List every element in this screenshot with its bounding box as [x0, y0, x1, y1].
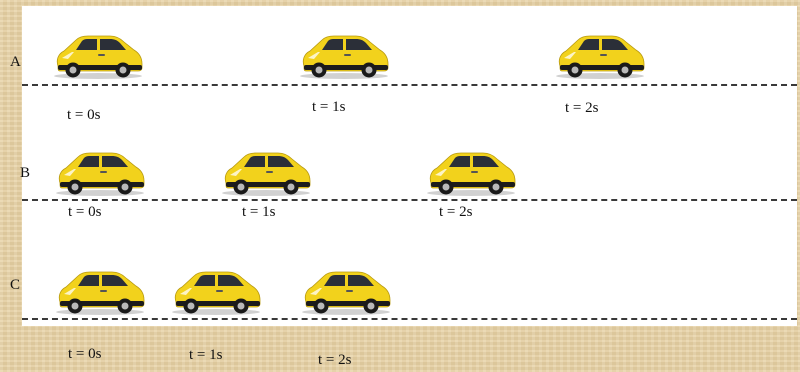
track-line-b: [22, 199, 797, 201]
row-label-c: C: [10, 277, 21, 293]
diagram-panel: [22, 6, 797, 326]
time-label-b-1: t = 1s: [242, 204, 276, 220]
car-a-t1: [296, 32, 392, 80]
time-label-b-2: t = 2s: [439, 204, 473, 220]
row-label-b: B: [20, 165, 31, 181]
car-c-t1: [168, 268, 264, 316]
car-a-t0: [50, 32, 146, 80]
car-b-t2: [423, 149, 519, 197]
car-b-t1: [218, 149, 314, 197]
time-label-c-1: t = 1s: [189, 347, 223, 363]
time-label-c-0: t = 0s: [68, 346, 102, 362]
time-label-b-0: t = 0s: [68, 204, 102, 220]
row-label-a: A: [10, 54, 21, 70]
car-a-t2: [552, 32, 648, 80]
car-c-t0: [52, 268, 148, 316]
car-b-t0: [52, 149, 148, 197]
track-line-a: [22, 84, 797, 86]
time-label-a-1: t = 1s: [312, 99, 346, 115]
time-label-c-2: t = 2s: [318, 352, 352, 368]
car-c-t2: [298, 268, 394, 316]
track-line-c: [22, 318, 797, 320]
time-label-a-0: t = 0s: [67, 107, 101, 123]
time-label-a-2: t = 2s: [565, 100, 599, 116]
